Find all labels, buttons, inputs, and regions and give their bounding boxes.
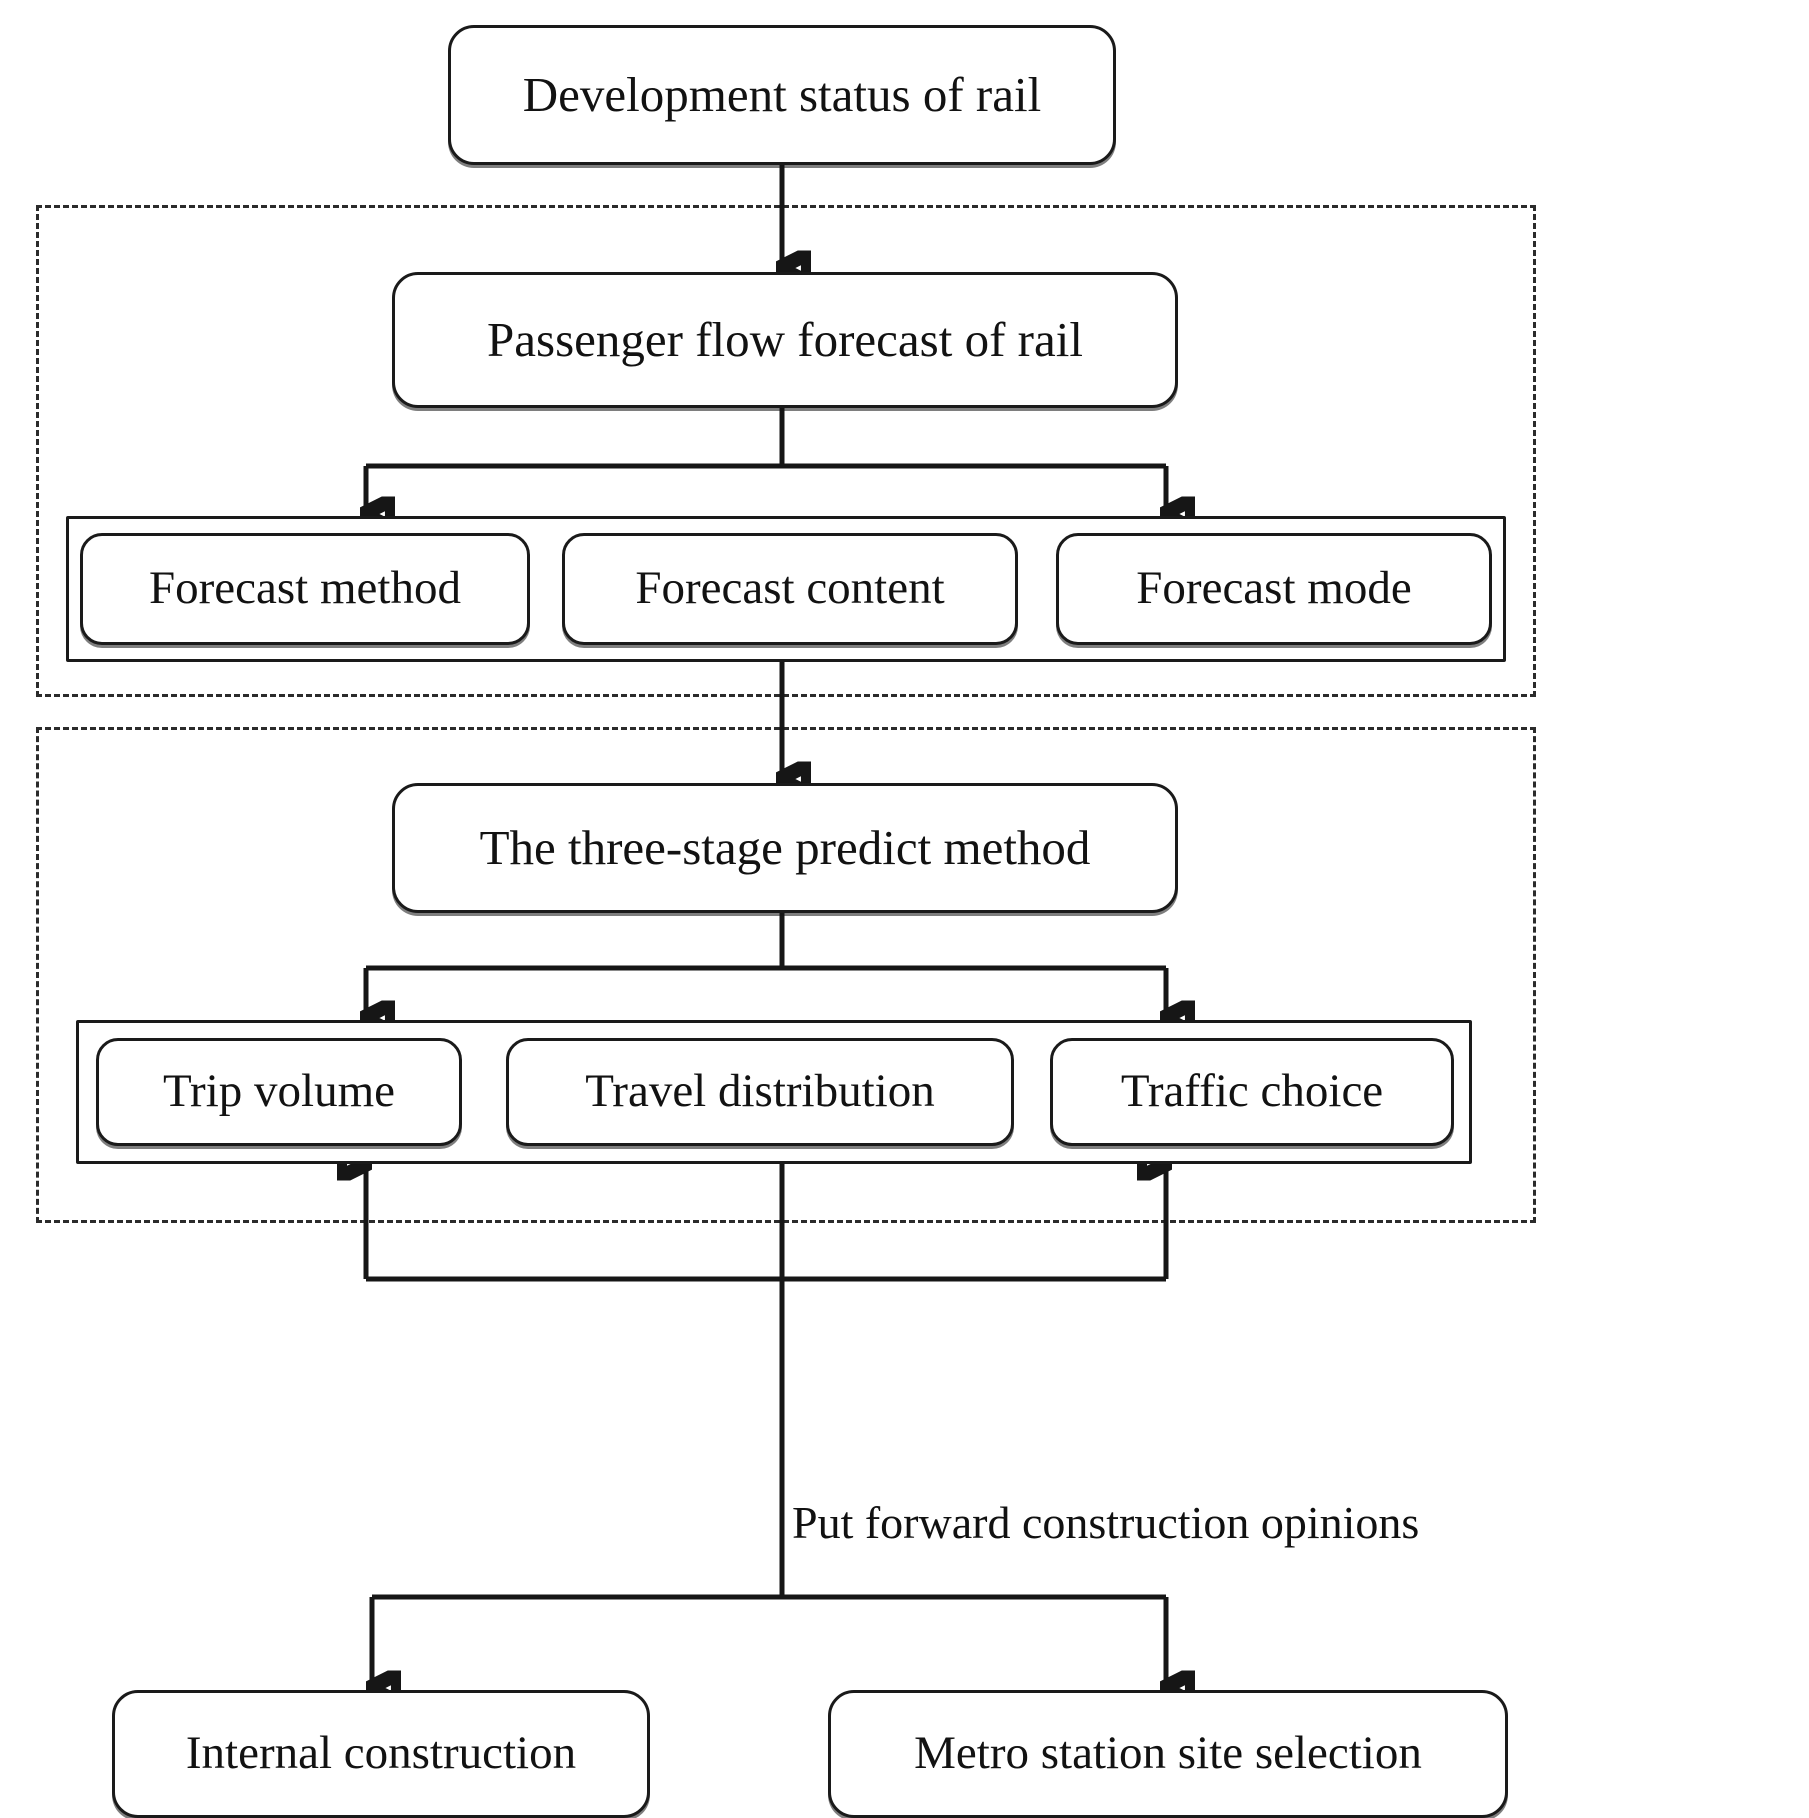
node-forecast-content[interactable]: Forecast content: [562, 533, 1018, 645]
node-passenger-flow[interactable]: Passenger flow forecast of rail: [392, 272, 1178, 408]
node-forecast-method[interactable]: Forecast method: [80, 533, 530, 645]
node-trip-volume-label: Trip volume: [163, 1065, 395, 1118]
node-metro-station-label: Metro station site selection: [914, 1727, 1422, 1780]
node-travel-distribution[interactable]: Travel distribution: [506, 1038, 1014, 1146]
node-traffic-choice-label: Traffic choice: [1120, 1065, 1384, 1118]
node-forecast-method-label: Forecast method: [149, 562, 461, 615]
node-forecast-mode[interactable]: Forecast mode: [1056, 533, 1492, 645]
node-internal-construction[interactable]: Internal construction: [112, 1690, 650, 1818]
group-panel-forecast: [36, 205, 1536, 697]
node-development-status-label: Development status of rail: [522, 67, 1042, 123]
edge-label-construction-opinions: Put forward construction opinions: [792, 1497, 1420, 1548]
node-trip-volume[interactable]: Trip volume: [96, 1038, 462, 1146]
node-passenger-flow-label: Passenger flow forecast of rail: [487, 312, 1083, 368]
node-forecast-content-label: Forecast content: [635, 562, 945, 615]
node-traffic-choice[interactable]: Traffic choice: [1050, 1038, 1454, 1146]
node-metro-station-site-selection[interactable]: Metro station site selection: [828, 1690, 1508, 1818]
group-panel-three-stage: [36, 727, 1536, 1223]
node-travel-distribution-label: Travel distribution: [585, 1065, 935, 1118]
node-forecast-mode-label: Forecast mode: [1136, 562, 1412, 615]
node-internal-construction-label: Internal construction: [185, 1727, 577, 1780]
node-three-stage-predict[interactable]: The three-stage predict method: [392, 783, 1178, 913]
node-three-stage-predict-label: The three-stage predict method: [479, 820, 1091, 876]
node-development-status[interactable]: Development status of rail: [448, 25, 1116, 165]
